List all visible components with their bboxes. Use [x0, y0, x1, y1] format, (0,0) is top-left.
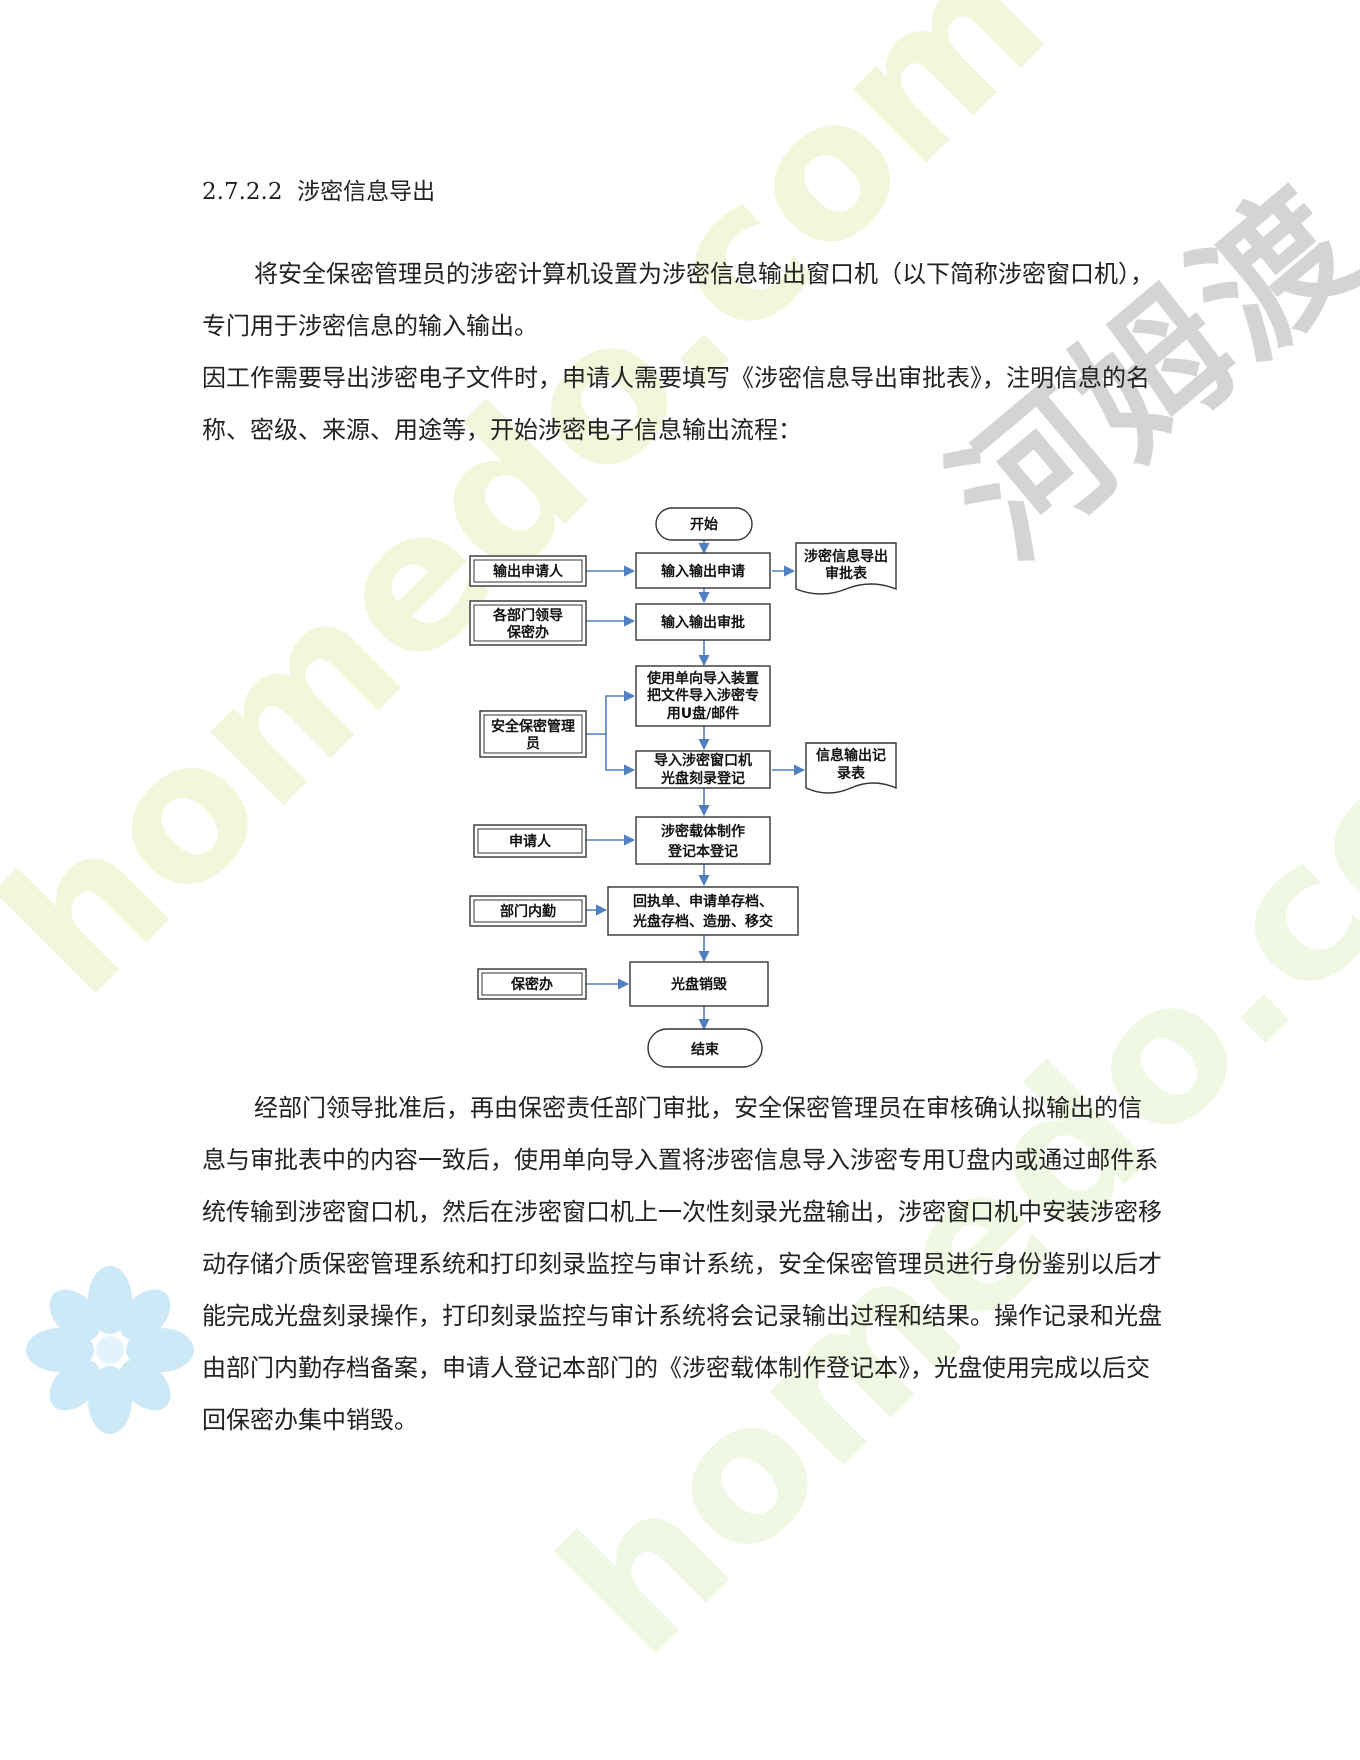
paragraph-2: 因工作需要导出涉密电子文件时，申请人需要填写《涉密信息导出审批表》，注明信息的名… — [202, 364, 1150, 444]
flow-actor-5: 部门内勤 — [469, 895, 587, 927]
paragraph-3: 经部门领导批准后，再由保密责任部门审批，安全保密管理员在审核确认拟输出的信息与审… — [202, 1094, 1162, 1434]
flow-document-1-line-2: 审批表 — [825, 565, 868, 582]
flow-document-1-line-1: 涉密信息导出 — [804, 548, 888, 565]
flow-step-3-line-2: 把文件导入涉密专 — [647, 687, 759, 704]
flow-actor-6: 保密办 — [477, 968, 587, 1000]
flow-end-label: 结束 — [691, 1041, 720, 1058]
flow-step-7-line-1: 光盘销毁 — [670, 976, 728, 993]
flow-actor-3-line-1: 安全保密管理 — [491, 718, 575, 735]
arrow-actor3-branch — [586, 690, 636, 735]
flow-step-3: 使用单向导入装置 把文件导入涉密专 用U盘/邮件 — [635, 665, 771, 727]
flow-step-5: 涉密载体制作 登记本登记 — [635, 816, 771, 865]
flow-start-node — [655, 507, 753, 541]
flow-step-6-line-1: 回执单、申请单存档、 — [633, 893, 773, 910]
flow-step-3-line-3: 用U盘/邮件 — [667, 705, 739, 722]
flow-actor-5-line-1: 部门内勤 — [500, 903, 556, 920]
flow-step-6-line-2: 光盘存档、造册、移交 — [632, 913, 773, 930]
flow-actor-2: 各部门领导 保密办 — [469, 600, 587, 646]
section-title: 涉密信息导出 — [297, 179, 436, 205]
flow-actor-2-line-1: 各部门领导 — [492, 607, 563, 624]
paragraph-1: 将安全保密管理员的涉密计算机设置为涉密信息输出窗口机（以下简称涉密窗口机），专门… — [202, 260, 1154, 340]
flow-connectors — [586, 540, 806, 1031]
flow-actor-4-line-1: 申请人 — [509, 833, 552, 850]
flow-end-node — [647, 1028, 763, 1068]
flow-step-2: 输入输出审批 — [635, 603, 771, 641]
flow-actor-6-line-1: 保密办 — [510, 976, 553, 993]
flow-step-4-line-2: 光盘刻录登记 — [660, 770, 745, 787]
flow-step-2-line-1: 输入输出审批 — [661, 614, 745, 631]
flow-document-2: 信息输出记 录表 — [805, 742, 897, 794]
flow-step-3-line-1: 使用单向导入装置 — [646, 670, 759, 687]
watermark-flower-icon — [26, 1266, 194, 1434]
flow-step-1-line-1: 输入输出申请 — [661, 563, 745, 580]
flowchart: 开始 结束 输入输出申请 输入输出审批 使用单向导入装置 把文件导入涉密专 用U… — [469, 507, 897, 1068]
flow-document-2-line-1: 信息输出记 — [816, 747, 886, 764]
flow-actor-3: 安全保密管理 员 — [479, 710, 587, 758]
flow-document-1: 涉密信息导出 审批表 — [795, 542, 897, 595]
flow-step-7: 光盘销毁 — [629, 961, 769, 1007]
flow-start-label: 开始 — [690, 516, 718, 533]
flow-actor-2-line-2: 保密办 — [506, 624, 549, 641]
flow-actor-3-line-2: 员 — [526, 736, 540, 752]
flow-document-2-line-2: 录表 — [837, 765, 866, 782]
flow-step-4-line-1: 导入涉密窗口机 — [654, 752, 752, 769]
flow-actor-4: 申请人 — [473, 824, 587, 858]
section-heading: 2.7.2.2 涉密信息导出 — [202, 172, 435, 206]
flow-actor-1: 输出申请人 — [469, 555, 587, 587]
section-number: 2.7.2.2 — [202, 179, 283, 205]
flow-step-1: 输入输出申请 — [635, 552, 771, 589]
flow-actor-1-line-1: 输出申请人 — [493, 563, 564, 580]
flow-step-5-line-1: 涉密载体制作 — [661, 823, 745, 840]
arrow-actor3-branch-2 — [605, 734, 636, 776]
flow-step-5-line-2: 登记本登记 — [667, 843, 738, 860]
flow-step-4: 导入涉密窗口机 光盘刻录登记 — [635, 750, 771, 789]
flow-step-6: 回执单、申请单存档、 光盘存档、造册、移交 — [607, 886, 799, 936]
